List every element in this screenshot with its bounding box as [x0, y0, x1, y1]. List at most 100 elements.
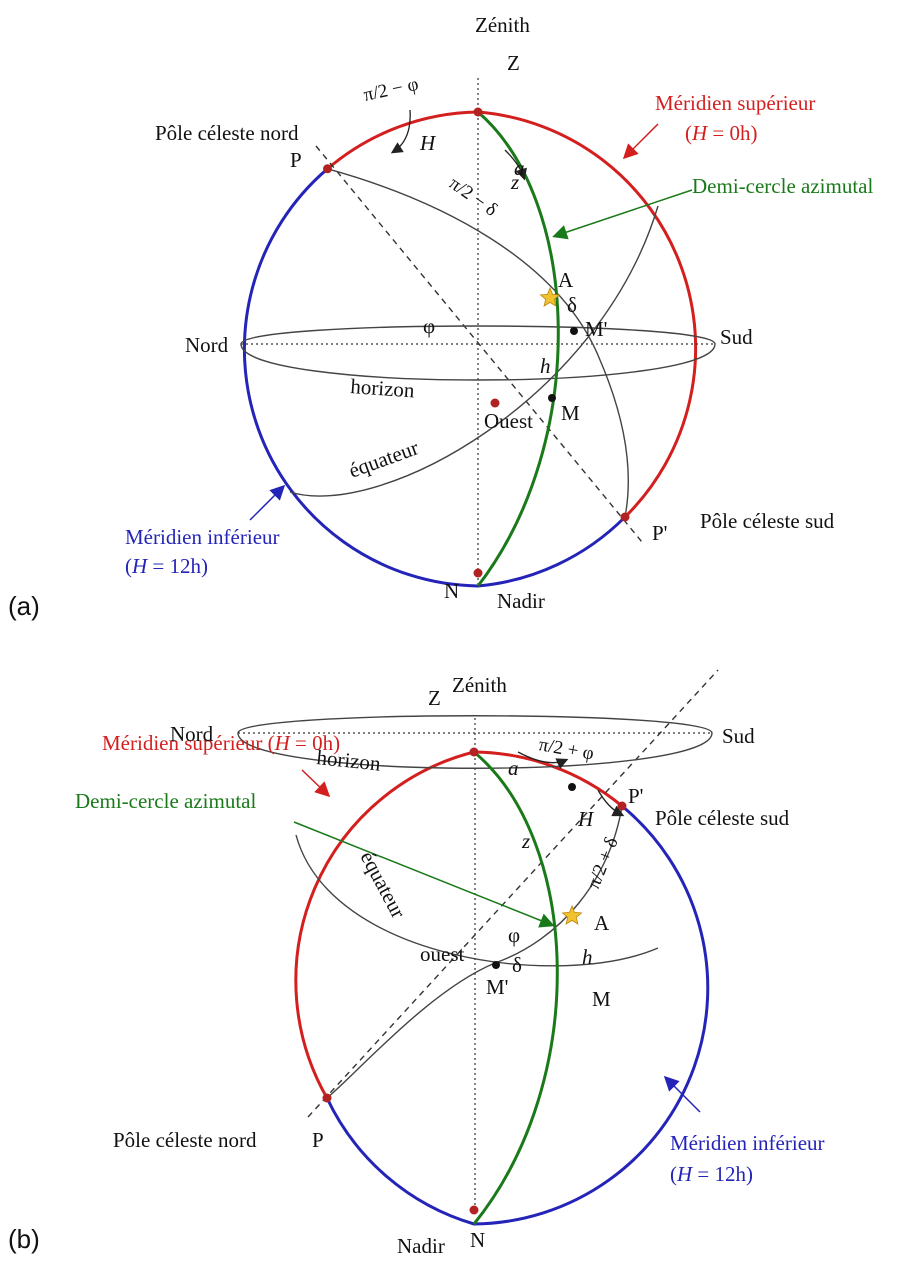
delta-label-a: δ [567, 293, 577, 317]
p-prime-label-b: P' [628, 784, 643, 808]
north-label-a: Nord [185, 333, 229, 357]
zenith-label-b: Zénith [452, 673, 507, 697]
p-prime-label-a: P' [652, 521, 667, 545]
pole-north-dot-a [323, 164, 332, 174]
horizon-circle-b [237, 715, 713, 769]
polar-axis-a [315, 145, 643, 543]
z-label-a: Z [507, 51, 520, 75]
pole-north-label-a: Pôle céleste nord [155, 121, 299, 145]
angle-pi2-phi-b: π/2 + φ [537, 734, 595, 764]
west-label-b: ouest [420, 942, 464, 966]
pole-north-label-b: Pôle céleste nord [113, 1128, 257, 1152]
lower-meridian-pointer-b [663, 1075, 701, 1113]
zenith-label-a: Zénith [475, 13, 530, 37]
m-prime-label-a: M' [585, 317, 607, 341]
pole-south-dot-b [617, 801, 627, 811]
lower-meridian-label-b: Méridien inférieur [670, 1131, 825, 1155]
p-label-b: P [312, 1128, 324, 1152]
phi-label-b: φ [508, 923, 520, 947]
n-label-b: N [470, 1228, 485, 1252]
nadir-dot-a [473, 568, 483, 578]
pole-south-dot-a [620, 512, 630, 522]
pole-south-label-b: Pôle céleste sud [655, 806, 790, 830]
angle-z-label-b: z [521, 829, 530, 853]
equator-circle-a [289, 205, 659, 497]
upper-meridian-label-b: Méridien supérieur (H = 0h) [102, 731, 340, 755]
horizon-circle-a [240, 325, 716, 381]
m-dot-a [548, 394, 556, 402]
horizon-label-a: horizon [350, 374, 416, 402]
south-label-a: Sud [720, 325, 753, 349]
equator-circle-b [295, 834, 659, 967]
hour-circle-a [327, 168, 630, 518]
equator-label-a: équateur [346, 435, 422, 482]
angle-H-a: H [419, 131, 437, 155]
lower-meridian-label-a: Méridien inférieur [125, 525, 280, 549]
azimuthal-pointer-b [293, 821, 555, 928]
angle-arc-H-b [597, 789, 625, 817]
zenith-dot-a [473, 107, 483, 117]
upper-meridian-pointer-b [301, 769, 331, 798]
upper-meridian-sub-a: (H = 0h) [685, 121, 758, 145]
delta-label-b: δ [512, 953, 522, 977]
figure-tag-b: (b) [8, 1224, 40, 1254]
azimuthal-pointer-a [552, 189, 693, 240]
star-b-icon [561, 904, 583, 925]
west-label-a: Ouest [484, 409, 533, 433]
lower-meridian-sub-a: (H = 12h) [125, 554, 208, 578]
lower-meridian-arc-a [242, 167, 627, 588]
diagram-a: Zénith Z Pôle céleste nord P Méridien su… [8, 13, 873, 621]
z-label-b: Z [428, 686, 441, 710]
zenith-dot-b [469, 747, 479, 757]
phi-label-a: φ [423, 314, 435, 338]
azimuthal-arc-b [472, 750, 559, 1225]
lower-meridian-arc-b [325, 804, 710, 1226]
star-a-icon [539, 286, 561, 307]
star-label-b: A [594, 911, 610, 935]
diagram-b: Zénith Z Méridien supérieur (H = 0h) Dem… [8, 669, 825, 1258]
m-prime-label-b: M' [486, 975, 508, 999]
angle-H-b: H [577, 807, 595, 831]
azimuthal-label-a: Demi-cercle azimutal [692, 174, 873, 198]
upper-meridian-pointer-a [622, 123, 659, 160]
upper-meridian-arc-a [326, 110, 698, 519]
equator-label-b: équateur [356, 847, 411, 922]
h-label-a: h [540, 354, 551, 378]
pole-south-label-a: Pôle céleste sud [700, 509, 835, 533]
angle-a-label-b: a [508, 756, 519, 780]
m-prime-dot-b [492, 961, 500, 969]
h-label-b: h [582, 945, 593, 969]
angle-arc-a-b [517, 751, 569, 770]
upper-meridian-arc-b [294, 750, 623, 1099]
figure-tag-a: (a) [8, 591, 40, 621]
nadir-label-b: Nadir [397, 1234, 445, 1258]
west-dot-a [490, 398, 500, 408]
angle-a-label-a: a [514, 156, 525, 180]
nadir-label-a: Nadir [497, 589, 545, 613]
upper-meridian-label-a: Méridien supérieur [655, 91, 815, 115]
lower-meridian-pointer-a [249, 484, 286, 521]
azimuthal-arc-a [476, 110, 560, 587]
pole-north-dot-b [322, 1093, 332, 1103]
angle-pi2-delta-a: π/2 − δ [445, 173, 501, 221]
angle-arc-H-a [390, 109, 411, 154]
m-label-b: M [592, 987, 611, 1011]
south-label-b: Sud [722, 724, 755, 748]
angle-pi2-delta-b: π/2 + δ [583, 834, 623, 892]
star-label-a: A [558, 268, 574, 292]
nadir-dot-b [469, 1205, 479, 1215]
north-label-b: Nord [170, 722, 214, 746]
p-label-a: P [290, 148, 302, 172]
m-prime-dot-a [570, 327, 578, 335]
m-dot-b2 [568, 783, 576, 791]
n-label-a: N [444, 579, 459, 603]
polar-axis-b [307, 669, 719, 1118]
m-label-a: M [561, 401, 580, 425]
angle-pi2-phi-a: π/2 − φ [362, 74, 421, 106]
horizon-label-b: horizon [315, 745, 382, 776]
lower-meridian-sub-b: (H = 12h) [670, 1162, 753, 1186]
angle-arc-a-a [504, 149, 527, 181]
azimuthal-label-b: Demi-cercle azimutal [75, 789, 256, 813]
angle-z-label-a: z [510, 170, 519, 194]
